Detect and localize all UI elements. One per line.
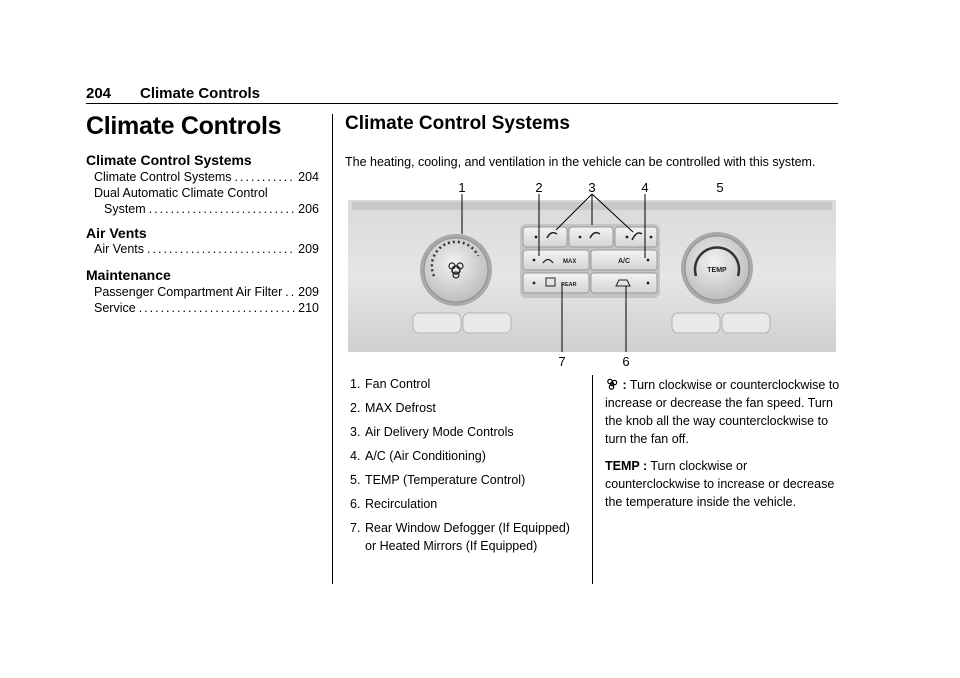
page-number: 204 (86, 85, 112, 102)
list-item: 6. Recirculation (350, 495, 580, 513)
toc-entry-page: 210 (298, 301, 319, 315)
callout-1: 1 (458, 180, 465, 195)
rear-label: REAR (561, 282, 577, 288)
fan-icon (607, 378, 618, 390)
callout-4: 4 (641, 180, 648, 195)
temp-description: TEMP : Turn clockwise or counterclockwis… (605, 457, 841, 511)
list-number: 7. (350, 521, 361, 535)
lower-button (462, 312, 512, 334)
mode-button-defrost-floor (522, 226, 568, 248)
max-label: MAX (563, 259, 576, 265)
fan-control-knob (420, 234, 492, 306)
list-text: Rear Window Defogger (If Equipped) or He… (365, 521, 570, 553)
lower-button (721, 312, 771, 334)
toc-entry[interactable]: Passenger Compartment Air Filter 209 (94, 285, 319, 299)
toc-entry-page: 204 (298, 170, 319, 184)
toc-leader (235, 170, 296, 184)
toc-entry-page: 209 (298, 285, 319, 299)
list-text: MAX Defrost (365, 401, 436, 415)
callout-2: 2 (535, 180, 542, 195)
rear-defog-button (522, 272, 590, 294)
toc-entry[interactable]: Service 210 (94, 301, 319, 315)
toc-entry-text: Service (94, 301, 136, 315)
toc-entry-page: 206 (298, 202, 319, 216)
list-item: 4. A/C (Air Conditioning) (350, 447, 580, 465)
toc-entry-text: System (104, 202, 146, 216)
toc-entry[interactable]: Dual Automatic Climate Control (94, 186, 319, 200)
climate-control-panel-figure: TEMP MAX A/C REAR (348, 180, 836, 369)
list-item: 2. MAX Defrost (350, 399, 580, 417)
toc-entry-text: Dual Automatic Climate Control (94, 186, 268, 200)
list-number: 1. (350, 377, 361, 391)
callout-5: 5 (716, 180, 723, 195)
list-item: 7. Rear Window Defogger (If Equipped) or … (350, 519, 580, 555)
list-text: Recirculation (365, 497, 438, 511)
toc-entry-text: Climate Control Systems (94, 170, 232, 184)
toc-entry[interactable]: Climate Control Systems 204 (94, 170, 319, 184)
temp-control-knob: TEMP (681, 232, 753, 304)
toc-heading-maintenance: Maintenance (86, 267, 171, 283)
toc-leader (139, 301, 295, 315)
header-rule (86, 103, 838, 104)
temp-label: TEMP : (605, 459, 648, 473)
fan-description: : Turn clockwise or counterclockwise to … (605, 376, 841, 448)
list-item: 3. Air Delivery Mode Controls (350, 423, 580, 441)
toc-heading-climate: Climate Control Systems (86, 152, 252, 168)
list-number: 2. (350, 401, 361, 415)
airflow-icon (589, 231, 601, 239)
toc-entry-text: Air Vents (94, 242, 145, 256)
toc-leader (149, 202, 295, 216)
list-text: Fan Control (365, 377, 431, 391)
column-divider-right (592, 375, 593, 584)
toc-entry-page: 209 (298, 242, 319, 256)
temp-knob-label: TEMP (707, 267, 727, 274)
toc-entry-text: Passenger Compartment Air Filter (94, 285, 283, 299)
fan-text: Turn clockwise or counterclockwise to in… (605, 378, 840, 446)
list-number: 6. (350, 497, 361, 511)
toc-heading-air-vents: Air Vents (86, 225, 147, 241)
toc-entry[interactable]: Air Vents 209 (94, 242, 319, 256)
list-number: 3. (350, 425, 361, 439)
fan-icon (451, 265, 461, 275)
rear-defog-icon (545, 277, 556, 287)
recirculation-icon (615, 279, 631, 287)
airflow-icon (546, 231, 558, 239)
button-cluster: MAX A/C REAR (520, 224, 660, 298)
airflow-icon (631, 232, 643, 241)
toc-entry[interactable]: System 206 (104, 202, 319, 216)
list-text: TEMP (Temperature Control) (365, 473, 526, 487)
column-divider-left (332, 114, 333, 584)
callout-legend-list: 1. Fan Control 2. MAX Defrost 3. Air Delive… (350, 375, 580, 561)
list-item: 1. Fan Control (350, 375, 580, 393)
defrost-icon (542, 258, 554, 264)
temp-text: Turn clockwise or counterclockwise to in… (605, 459, 835, 509)
running-header: Climate Controls (140, 85, 261, 102)
section-title: Climate Control Systems (345, 113, 570, 134)
chapter-title: Climate Controls (86, 112, 282, 140)
list-number: 5. (350, 473, 361, 487)
list-text: Air Delivery Mode Controls (365, 425, 514, 439)
callout-lines (461, 193, 646, 352)
toc-leader (285, 285, 295, 299)
toc-leader (147, 242, 295, 256)
control-descriptions: : Turn clockwise or counterclockwise to … (605, 376, 841, 520)
lower-button (671, 312, 721, 334)
recirculation-button (590, 272, 658, 294)
list-item: 5. TEMP (Temperature Control) (350, 471, 580, 489)
fan-label: : (622, 378, 627, 392)
ac-button (590, 249, 658, 271)
callout-3: 3 (588, 180, 595, 195)
intro-paragraph: The heating, cooling, and ventilation in… (345, 155, 816, 169)
ac-label: A/C (618, 258, 630, 265)
mode-button-floor (614, 226, 658, 248)
callout-6: 6 (622, 354, 629, 369)
callout-7: 7 (558, 354, 565, 369)
list-number: 4. (350, 449, 361, 463)
list-text: A/C (Air Conditioning) (365, 449, 486, 463)
lower-button (412, 312, 462, 334)
